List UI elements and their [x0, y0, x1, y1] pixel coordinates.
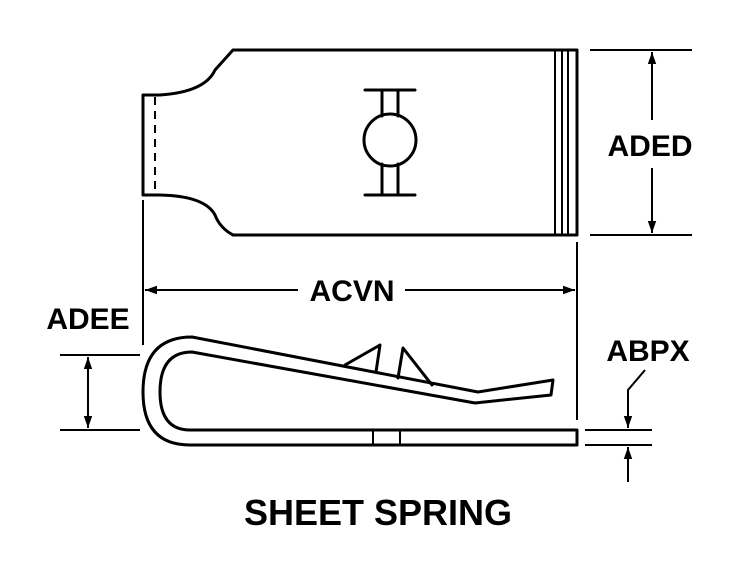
label-abpx: ABPX — [606, 335, 689, 368]
spring-tab — [396, 346, 434, 387]
dimension-acvn: ACVN — [142, 200, 578, 420]
top-view — [141, 48, 579, 237]
label-acvn: ACVN — [309, 275, 394, 308]
diagram-title: SHEET SPRING — [244, 492, 512, 533]
keyhole — [362, 88, 418, 197]
dimension-abpx: ABPX — [585, 335, 690, 482]
spring-tab — [343, 343, 382, 374]
side-view — [141, 335, 579, 447]
spring-outline — [141, 335, 579, 447]
label-aded: ADED — [607, 130, 692, 163]
top-view-outline — [141, 48, 579, 237]
dimension-aded: ADED — [590, 49, 693, 236]
dimension-adee: ADEE — [46, 303, 140, 431]
label-adee: ADEE — [46, 303, 129, 336]
